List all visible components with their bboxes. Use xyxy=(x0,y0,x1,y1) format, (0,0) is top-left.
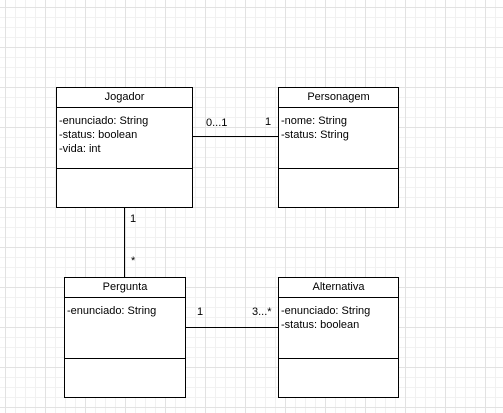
class-alternativa-attributes: -enunciado: String -status: boolean xyxy=(279,298,398,359)
multiplicity-personagem-side: 1 xyxy=(265,116,272,128)
association-jogador-pergunta[interactable] xyxy=(124,207,125,278)
multiplicity-alternativa-side: 3...* xyxy=(252,306,272,318)
attribute: -status: boolean xyxy=(59,129,138,141)
attribute: -enunciado: String xyxy=(59,115,149,127)
class-personagem-name: Personagem xyxy=(279,88,398,108)
association-pergunta-alternativa[interactable] xyxy=(185,327,279,328)
multiplicity-jogador-to-pergunta: 1 xyxy=(130,213,137,225)
attribute: -status: boolean xyxy=(281,319,360,331)
class-personagem-attributes: -nome: String -status: String xyxy=(279,108,398,169)
class-alternativa[interactable]: Alternativa -enunciado: String -status: … xyxy=(278,277,399,398)
class-personagem[interactable]: Personagem -nome: String -status: String xyxy=(278,87,399,208)
multiplicity-pergunta-to-jogador: * xyxy=(131,255,136,267)
class-jogador-attributes: -enunciado: String -status: boolean -vid… xyxy=(57,108,192,169)
multiplicity-jogador-side: 0...1 xyxy=(206,117,228,129)
class-jogador[interactable]: Jogador -enunciado: String -status: bool… xyxy=(56,87,193,208)
attribute: -enunciado: String xyxy=(281,305,371,317)
multiplicity-pergunta-side: 1 xyxy=(197,306,204,318)
class-pergunta-attributes: -enunciado: String xyxy=(65,298,185,359)
attribute: -vida: int xyxy=(59,143,101,155)
class-pergunta[interactable]: Pergunta -enunciado: String xyxy=(64,277,186,398)
association-jogador-personagem[interactable] xyxy=(192,136,279,137)
class-pergunta-name: Pergunta xyxy=(65,278,185,298)
class-jogador-name: Jogador xyxy=(57,88,192,108)
attribute: -nome: String xyxy=(281,115,348,127)
attribute: -status: String xyxy=(281,129,349,141)
attribute: -enunciado: String xyxy=(67,305,157,317)
class-alternativa-name: Alternativa xyxy=(279,278,398,298)
